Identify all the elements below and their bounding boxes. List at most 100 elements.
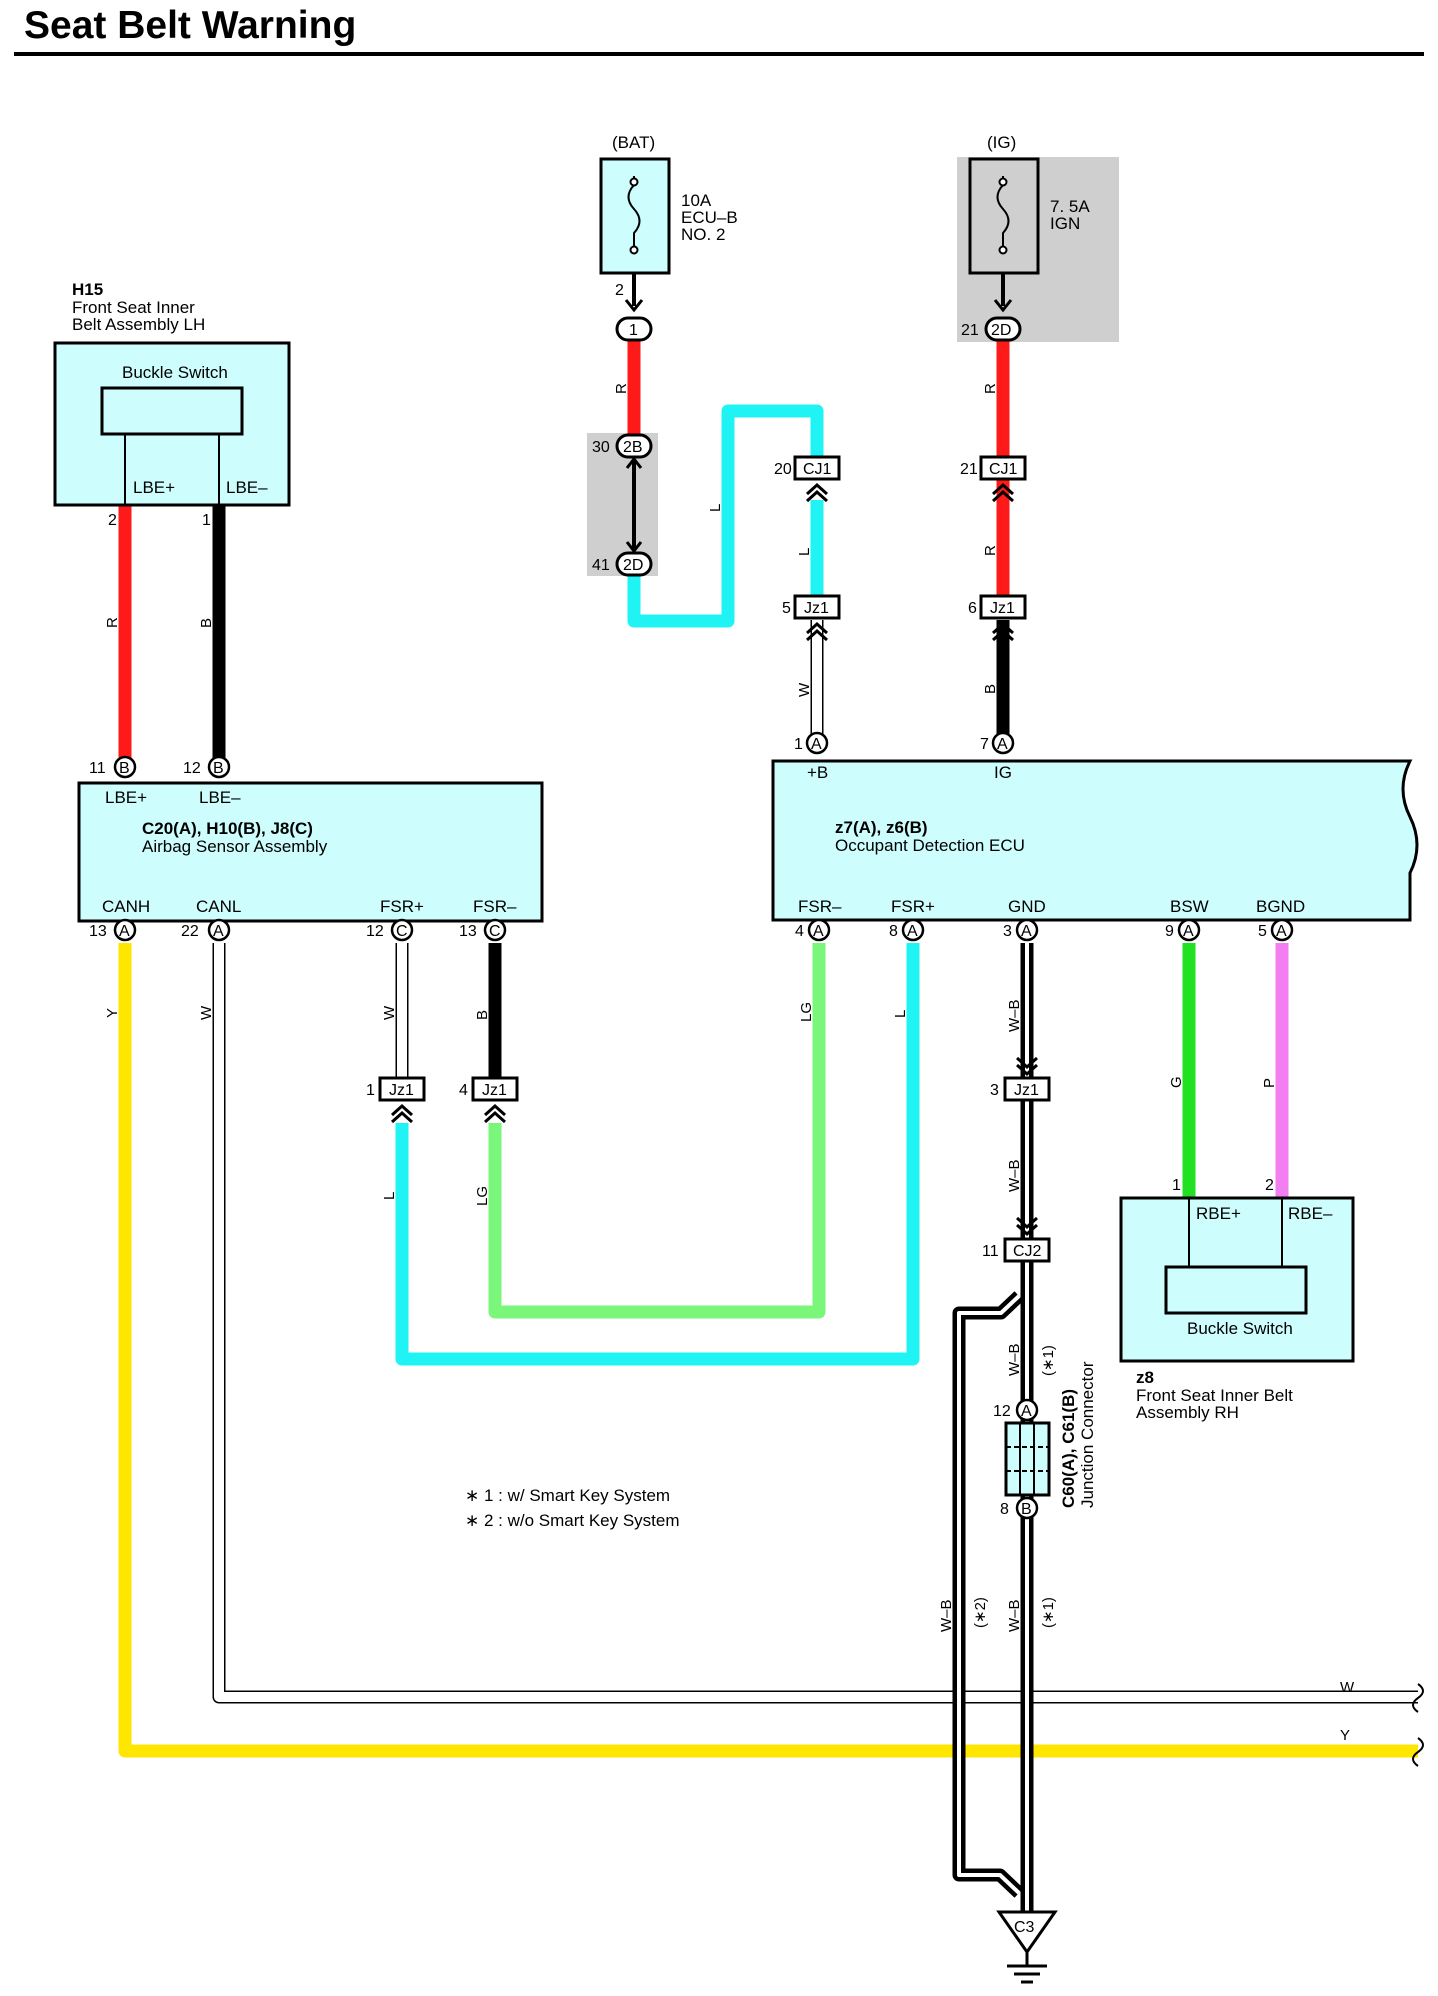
jc-pin-bottom: 8 (1000, 1501, 1009, 1518)
cj1-left-pin: 20 (774, 461, 792, 478)
connector-cj1-right (979, 455, 1027, 481)
jc-name-2: Junction Connector (1078, 1361, 1097, 1508)
wire-label-wb-3: W–B (1006, 1343, 1023, 1376)
wire-label-star2: (∗2) (972, 1597, 989, 1628)
z8-term-minus: RBE– (1288, 1204, 1333, 1223)
airbag-conn-a-1: A (119, 923, 130, 940)
wire-label-lg-ecu: LG (798, 1002, 815, 1022)
ode-conn-a-6: A (1183, 923, 1194, 940)
wire-l-fsr (395, 943, 920, 1366)
ode-pin-ig: 7 (980, 736, 989, 753)
ode-conn-a-3: A (813, 923, 824, 940)
z8-pin-plus: 1 (1172, 1177, 1181, 1194)
wire-label-b-fsr: B (474, 1010, 491, 1020)
jz1-fsr-b-pin: 4 (459, 1082, 468, 1099)
bat-fuse-name-1: ECU–B (681, 208, 738, 227)
h15-code: H15 (72, 280, 103, 299)
airbag-pin-fsr-minus: 13 (459, 923, 477, 940)
cj2-pin: 11 (982, 1243, 999, 1260)
airbag-name: Airbag Sensor Assembly (142, 837, 328, 856)
ig-fuse-pin: 21 (961, 322, 979, 339)
connector-jz1-right (979, 594, 1027, 620)
ode-ig: IG (994, 763, 1012, 782)
ode-conn-a-2: A (997, 736, 1008, 753)
jz1-right-pin: 6 (968, 600, 977, 617)
cj1-right-pin: 21 (960, 461, 978, 478)
airbag-pin-lbe-minus: 12 (183, 760, 201, 777)
wire-wb-bypass (952, 1291, 1024, 1898)
jz1-left-label: Jz1 (804, 600, 829, 617)
bat-source-label: (BAT) (612, 133, 655, 152)
airbag-conn-c-1: C (396, 923, 408, 940)
jz1-fsr-b-label: Jz1 (482, 1082, 507, 1099)
occupant-ecu-box (771, 759, 1419, 922)
ode-pin-bsw: 9 (1165, 923, 1174, 940)
wire-label-r-bat: R (613, 383, 630, 394)
connector-2d-ig (984, 316, 1022, 342)
wire-label-w-plus-b: W (796, 682, 813, 697)
ode-fsr-plus: FSR+ (891, 897, 935, 916)
connector-1-label: 1 (629, 322, 638, 339)
ig-fuse-name: IGN (1050, 214, 1080, 233)
ode-pin-fsr-plus: 8 (889, 923, 898, 940)
ode-plus-b: +B (807, 763, 828, 782)
airbag-sensor-box (77, 781, 544, 923)
wire-label-l-2d: L (707, 504, 724, 512)
airbag-lbe-plus: LBE+ (105, 788, 147, 807)
jc-conn-bottom: B (1021, 1501, 1032, 1518)
airbag-pin-lbe-plus: 11 (89, 760, 106, 777)
cj1-left-label: CJ1 (803, 461, 832, 478)
connector-2b (615, 433, 653, 459)
airbag-codes: C20(A), H10(B), J8(C) (142, 819, 313, 838)
z8-pin-minus: 2 (1265, 1177, 1274, 1194)
jc-pin-top: 12 (993, 1403, 1011, 1420)
ode-fsr-minus: FSR– (798, 897, 842, 916)
ode-conn-a-1: A (811, 736, 822, 753)
jc-conn-top: A (1021, 1403, 1032, 1420)
ig-source-label: (IG) (987, 133, 1016, 152)
ode-conn-a-7: A (1276, 923, 1287, 940)
ode-pin-gnd: 3 (1003, 923, 1012, 940)
cj2-label: CJ2 (1013, 1243, 1042, 1260)
ode-bgnd: BGND (1256, 897, 1305, 916)
wire-label-l-ecu: L (892, 1010, 909, 1018)
wire-label-w-canl: W (198, 1005, 215, 1020)
wire-label-p-bgnd: P (1261, 1078, 1278, 1088)
airbag-fsr-minus: FSR– (473, 897, 517, 916)
jc-name-1: C60(A), C61(B) (1059, 1389, 1078, 1508)
airbag-pin-canh: 13 (89, 923, 107, 940)
wire-label-r-ig: R (982, 383, 999, 394)
airbag-pin-fsr-plus: 12 (366, 923, 384, 940)
airbag-conn-a-2: A (213, 923, 224, 940)
ode-name: Occupant Detection ECU (835, 836, 1025, 855)
ode-pin-bgnd: 5 (1258, 923, 1267, 940)
airbag-conn-b-1: B (119, 760, 130, 777)
h15-switch-label: Buckle Switch (122, 363, 228, 382)
h15-term-plus: LBE+ (133, 478, 175, 497)
terminal-circles (113, 731, 1294, 1520)
wire-label-wb-1: W–B (1006, 999, 1023, 1032)
connector-jz1-gnd (1003, 1076, 1051, 1102)
ode-gnd: GND (1008, 897, 1046, 916)
wire-label-r-lbe: R (104, 617, 121, 628)
ode-pin-fsr-minus: 4 (795, 923, 804, 940)
airbag-conn-b-2: B (213, 760, 224, 777)
wire-label-l-cj1: L (796, 548, 813, 556)
wires (118, 340, 1418, 1912)
wire-label-b-lbe: B (198, 618, 215, 628)
h15-name-1: Front Seat Inner (72, 298, 195, 317)
bat-fuse-name-2: NO. 2 (681, 225, 725, 244)
ig-fuse-amp: 7. 5A (1050, 197, 1090, 216)
connector-cj1-left (793, 455, 841, 481)
bat-fuse-pin: 2 (615, 282, 624, 299)
connector-1 (615, 316, 653, 342)
note-1: ∗ 1 : w/ Smart Key System (465, 1486, 670, 1505)
ode-pin-plus-b: 1 (794, 736, 803, 753)
note-2: ∗ 2 : w/o Smart Key System (465, 1511, 680, 1530)
wire-label-r-cj1: R (982, 545, 999, 556)
jz1-gnd-pin: 3 (990, 1082, 999, 1099)
airbag-pin-canl: 22 (181, 923, 199, 940)
z8-code: z8 (1136, 1368, 1154, 1387)
z8-term-plus: RBE+ (1196, 1204, 1241, 1223)
